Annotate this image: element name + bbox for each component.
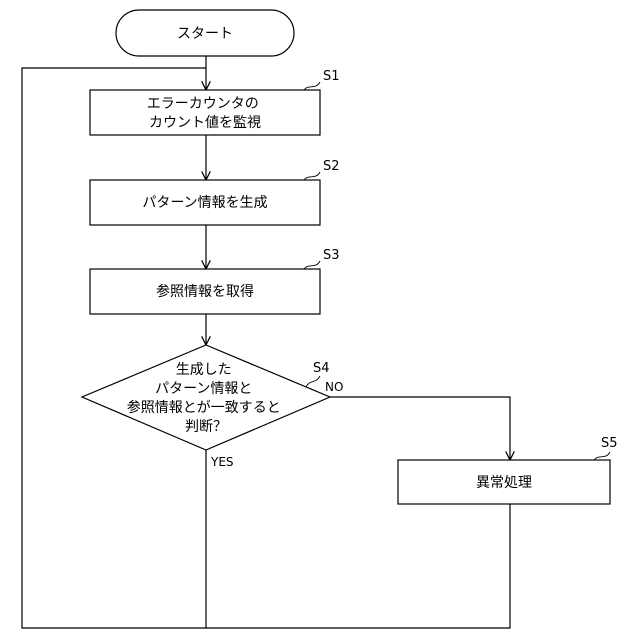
s2-step-label: S2: [323, 159, 340, 174]
edge-s5-return: [206, 504, 510, 628]
s5-leader: [594, 452, 610, 460]
process-box-s1: エラーカウンタの カウント値を監視 S1: [90, 69, 340, 135]
edge-s4-yes-loop: [22, 68, 206, 628]
s4-line-4: 判断？: [185, 419, 227, 435]
s3-leader: [304, 261, 320, 269]
s3-text: 参照情報を取得: [156, 283, 254, 300]
process-box-s2: パターン情報を生成 S2: [90, 159, 340, 225]
s2-text: パターン情報を生成: [142, 195, 267, 211]
connectors: [22, 56, 510, 628]
s5-step-label: S5: [601, 436, 618, 451]
process-box-s3: 参照情報を取得 S3: [90, 248, 340, 314]
start-terminal: スタート: [116, 10, 294, 56]
s2-leader: [304, 172, 320, 180]
s4-step-label: S4: [313, 361, 330, 376]
s4-line-1: 生成した: [176, 362, 232, 378]
s1-leader: [304, 82, 320, 90]
decision-diamond-s4: 生成した パターン情報と 参照情報とが一致すると 判断？ S4 NO YES: [82, 345, 343, 469]
s5-text: 異常処理: [476, 475, 532, 491]
s1-line-1: エラーカウンタの: [147, 96, 259, 112]
s4-line-2: パターン情報と: [155, 381, 252, 397]
s4-line-3: 参照情報とが一致すると: [127, 399, 281, 416]
s3-step-label: S3: [323, 248, 340, 263]
s1-line-2: カウント値を監視: [149, 114, 261, 131]
yes-branch-label: YES: [210, 455, 234, 469]
process-box-s5: 異常処理 S5: [398, 436, 618, 504]
start-label: スタート: [177, 26, 233, 42]
s1-step-label: S1: [323, 69, 340, 84]
edge-s4-no-to-s5: [330, 397, 510, 460]
no-branch-label: NO: [325, 380, 343, 394]
s4-leader: [306, 376, 320, 387]
